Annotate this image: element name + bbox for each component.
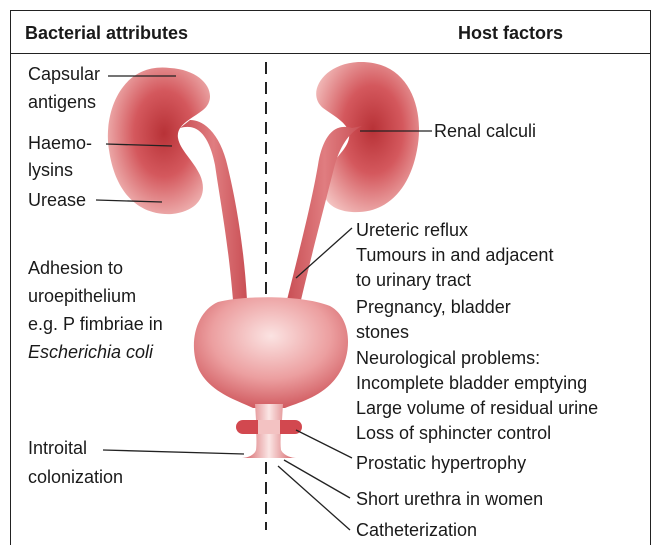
label-sphincter-control: Loss of sphincter control	[356, 421, 551, 445]
label-urease: Urease	[28, 188, 86, 212]
label-stones: stones	[356, 320, 409, 344]
label-p-fimbriae: e.g. P fimbriae in	[28, 312, 163, 336]
bladder	[194, 297, 348, 408]
label-urinary-tract: to urinary tract	[356, 268, 471, 292]
label-neurological: Neurological problems:	[356, 346, 540, 370]
label-pregnancy: Pregnancy, bladder	[356, 295, 511, 319]
leader-prostatic	[296, 430, 352, 458]
label-uroepithelium: uroepithelium	[28, 284, 136, 308]
label-catheterization: Catheterization	[356, 518, 477, 542]
label-ureteric-reflux: Ureteric reflux	[356, 218, 468, 242]
label-capsular: Capsular	[28, 62, 100, 86]
left-kidney	[108, 68, 210, 215]
leader-introital	[103, 450, 244, 454]
sphincter-highlight	[258, 420, 280, 434]
label-renal-calculi: Renal calculi	[434, 119, 536, 143]
label-tumours: Tumours in and adjacent	[356, 243, 553, 267]
label-short-urethra: Short urethra in women	[356, 487, 543, 511]
label-escherichia-coli: Escherichia coli	[28, 340, 153, 364]
label-introital: Introital	[28, 436, 87, 460]
label-colonization: colonization	[28, 465, 123, 489]
leader-short-urethra	[284, 460, 350, 498]
label-antigens: antigens	[28, 90, 96, 114]
label-prostatic-hypertrophy: Prostatic hypertrophy	[356, 451, 526, 475]
left-ureter	[180, 120, 247, 300]
leader-catheterization	[278, 466, 350, 530]
label-lysins: lysins	[28, 158, 73, 182]
label-incomplete-emptying: Incomplete bladder emptying	[356, 371, 587, 395]
label-adhesion: Adhesion to	[28, 256, 123, 280]
label-residual-urine: Large volume of residual urine	[356, 396, 598, 420]
label-haemo: Haemo-	[28, 131, 92, 155]
